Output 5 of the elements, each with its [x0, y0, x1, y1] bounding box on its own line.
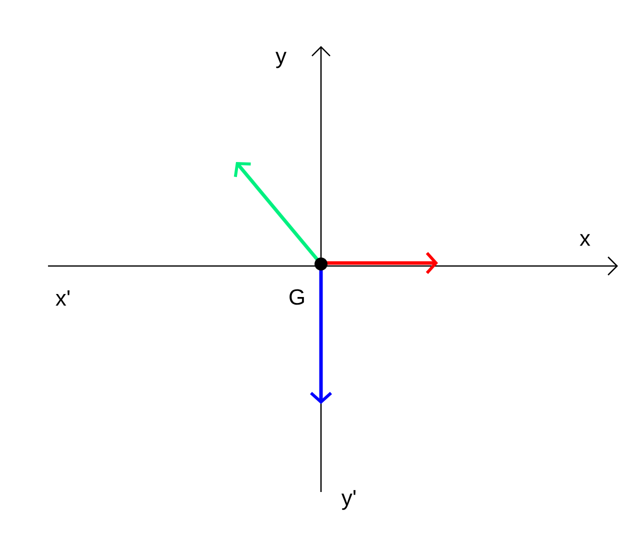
axis-label: x' [56, 290, 70, 306]
axis-label: y' [341, 490, 356, 510]
axis-label: y [276, 52, 286, 68]
axis-label: x [580, 234, 590, 246]
axis-label: G [290, 289, 304, 305]
